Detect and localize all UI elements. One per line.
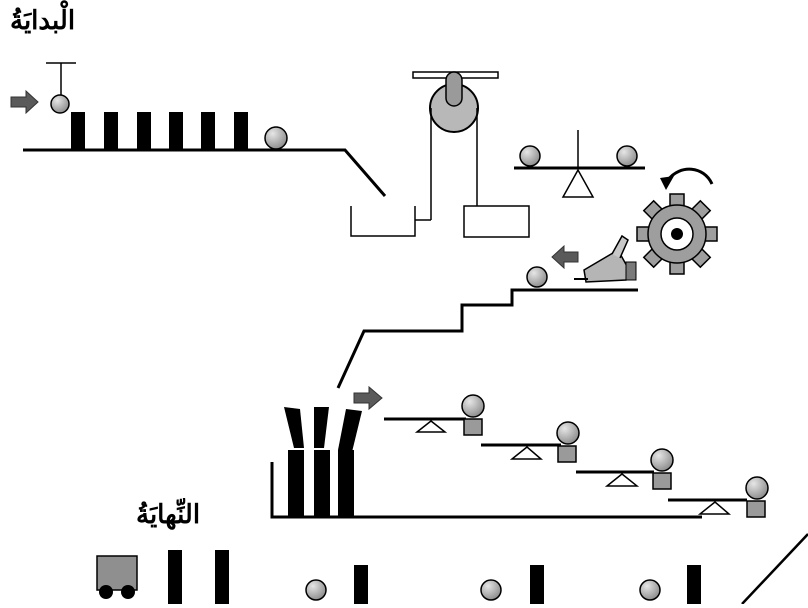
ball [556,421,580,445]
domino [215,550,229,604]
lever-3 [576,448,674,490]
ball [461,394,485,418]
domino [137,112,151,149]
rotate-counterclockwise-icon [666,167,714,185]
domino [354,565,368,604]
domino [201,112,215,149]
counterweight [463,205,530,238]
top-track [23,148,387,197]
ball [305,579,327,601]
domino [104,112,118,149]
start-ball [50,94,70,114]
ramp-line [741,533,808,605]
ball [526,266,548,288]
staircase-track [336,288,638,389]
domino [234,112,248,149]
ball [264,126,288,150]
right-arrow-icon [10,89,39,115]
domino-cluster [284,407,362,517]
domino [168,550,182,604]
ball [480,579,502,601]
bucket [350,206,416,237]
gear-icon [636,193,718,275]
end-label: النِّهايَةُ [136,500,201,530]
ball [639,579,661,601]
start-label: الْبدايَةُ [10,6,76,36]
domino-row-top [71,112,248,149]
domino [530,565,544,604]
lever-2 [481,421,580,463]
cart-icon [96,555,138,599]
start-pointer [46,62,76,95]
domino-row-bottom [168,550,701,604]
bottom-track [270,462,702,519]
pulley-icon [412,71,499,220]
ball [745,476,769,500]
domino [71,112,85,149]
hair-dryer-icon [574,234,637,283]
ball [519,145,541,167]
domino [687,565,701,604]
right-arrow-icon [353,385,383,411]
lever-4 [668,476,769,518]
domino [169,112,183,149]
ball [650,448,674,472]
lever-1 [384,394,485,436]
seesaw-top [514,130,645,198]
ball [616,145,638,167]
left-arrow-icon [551,244,579,270]
